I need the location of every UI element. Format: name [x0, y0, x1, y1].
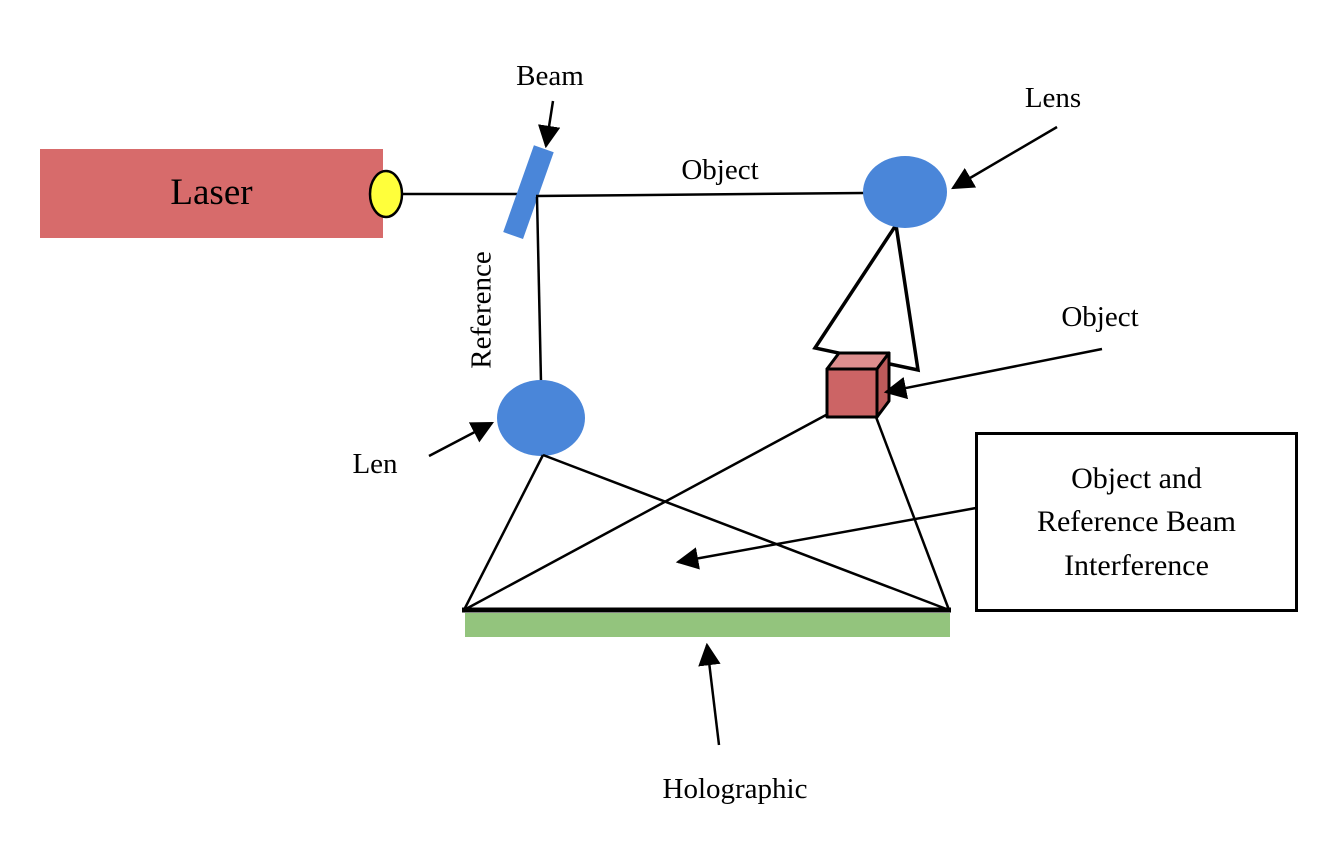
object-cube-label: Object [1061, 301, 1139, 333]
interference-box-text-line2: Reference Beam [1036, 505, 1237, 539]
interference-box-text-line1: Object and [1071, 461, 1202, 495]
laser-label: Laser [170, 172, 253, 214]
beam-splitter-label: Beam [516, 60, 584, 92]
object-beam-label: Object [681, 154, 759, 186]
cube-front-face [825, 367, 879, 419]
holographic-plate [465, 613, 950, 637]
len-label-arrow [428, 421, 494, 458]
beam-splitter-bar [503, 145, 554, 240]
lens-light-cone [812, 220, 921, 373]
holographic-label-arrow [698, 642, 721, 746]
reference-ray-right [542, 453, 950, 612]
lens-label-arrow [951, 125, 1058, 190]
top-lens-label: Lens [1024, 82, 1082, 114]
interference-annotation-box: Object and Reference Beam Interference [975, 432, 1298, 612]
left-lens-label: Len [352, 448, 398, 480]
reference-beam-line [535, 196, 543, 383]
interference-box-text-line3: Interference [1064, 548, 1209, 582]
interference-box-arrow [675, 506, 977, 570]
reference-ray-left [462, 454, 545, 611]
object-ray-left [463, 413, 827, 612]
holographic-plate-label: Holographic [662, 773, 808, 805]
object-beam-line [535, 191, 865, 198]
object-ray-right [874, 416, 951, 611]
object-label-arrow [883, 347, 1103, 400]
reference-beam-label: Reference [465, 251, 498, 369]
laser-box [40, 149, 383, 238]
beam-label-arrow [537, 100, 561, 149]
top-lens-ellipse [863, 156, 947, 228]
left-lens-ellipse [497, 380, 585, 456]
